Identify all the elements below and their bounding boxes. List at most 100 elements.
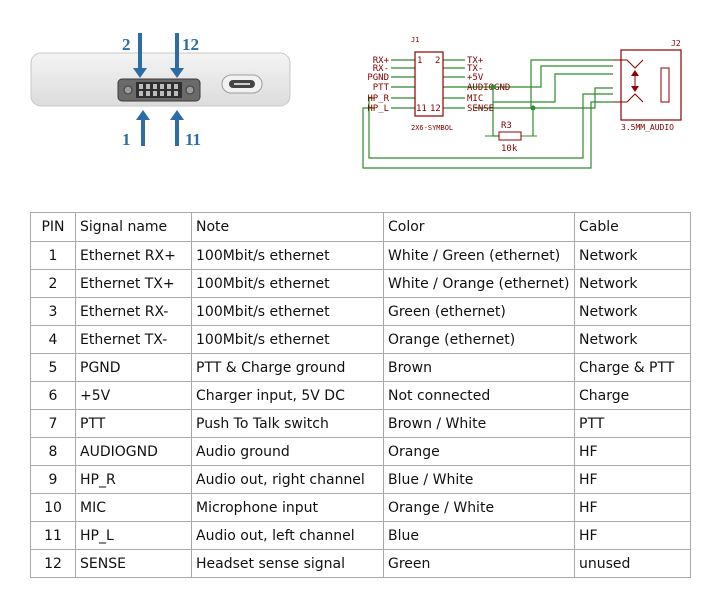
cell-cable: Charge & PTT	[574, 353, 691, 382]
cell-note: Push To Talk switch	[191, 409, 384, 438]
usb-c-port	[221, 74, 263, 94]
cell-signal: Ethernet TX+	[75, 269, 192, 298]
j2-ref: J2	[671, 39, 681, 48]
cell-pin: 2	[30, 269, 76, 298]
cell-pin: 6	[30, 381, 76, 410]
label-rx-minus: RX-	[373, 64, 389, 74]
label-rx-plus: RX+	[373, 56, 390, 66]
cell-note: Headset sense signal	[191, 549, 384, 578]
j1-ref: J1	[411, 36, 419, 44]
cell-note: 100Mbit/s ethernet	[191, 297, 384, 326]
cell-note: Charger input, 5V DC	[191, 381, 384, 410]
cell-color: Blue	[383, 521, 575, 550]
cell-color: Brown	[383, 353, 575, 382]
cell-signal: AUDIOGND	[75, 437, 192, 466]
schematic-diagram: J1 2X6-SYMBOL 1 2 11 12 RX+ RX- PGND PTT…	[362, 36, 682, 169]
cell-signal: +5V	[75, 381, 192, 410]
label-5v: +5V	[467, 73, 484, 83]
cell-note: Microphone input	[191, 493, 384, 522]
cell-color: Orange / White	[383, 493, 575, 522]
cell-cable: HF	[574, 521, 691, 550]
r3-value: 10k	[501, 144, 518, 154]
label-ptt: PTT	[373, 83, 390, 93]
callout-label-12: 12	[182, 35, 199, 54]
cell-cable: Network	[574, 241, 691, 270]
cell-color: Orange (ethernet)	[383, 325, 575, 354]
header-color: Color	[383, 212, 575, 242]
cell-pin: 11	[30, 521, 76, 550]
header-note: Note	[191, 212, 384, 242]
cell-note: Audio out, right channel	[191, 465, 384, 494]
cell-signal: HP_R	[75, 465, 192, 494]
j1-pin-12: 12	[430, 104, 441, 114]
cell-cable: Charge	[574, 381, 691, 410]
cell-pin: 10	[30, 493, 76, 522]
j1-pin-11: 11	[416, 104, 427, 114]
callout-label-1: 1	[122, 130, 131, 149]
cell-note: 100Mbit/s ethernet	[191, 241, 384, 270]
audio-jack-j2: J2 3.5MM_AUDIO	[613, 39, 682, 132]
label-hp-r: HP_R	[367, 94, 389, 104]
cell-cable: Network	[574, 297, 691, 326]
cell-color: White / Orange (ethernet)	[383, 269, 575, 298]
cell-color: Not connected	[383, 381, 575, 410]
cell-cable: HF	[574, 493, 691, 522]
table-header-row: PIN Signal name Note Color Cable	[30, 212, 691, 242]
cell-signal: PTT	[75, 409, 192, 438]
header-cable: Cable	[574, 212, 691, 242]
cell-pin: 7	[30, 409, 76, 438]
j1-symbol-name: 2X6-SYMBOL	[411, 124, 453, 132]
j1-body	[414, 51, 444, 117]
cell-pin: 4	[30, 325, 76, 354]
callout-label-2: 2	[122, 35, 131, 54]
pin-callout-arrows	[138, 33, 179, 146]
header-signal-name: Signal name	[75, 212, 192, 242]
cell-signal: Ethernet RX-	[75, 297, 192, 326]
cell-cable: HF	[574, 437, 691, 466]
header-pin: PIN	[30, 212, 76, 242]
cell-pin: 1	[30, 241, 76, 270]
label-tx-minus: TX-	[467, 64, 483, 74]
label-hp-l: HP_L	[367, 104, 389, 114]
cell-pin: 5	[30, 353, 76, 382]
cell-color: Brown / White	[383, 409, 575, 438]
cell-note: 100Mbit/s ethernet	[191, 269, 384, 298]
cell-cable: unused	[574, 549, 691, 578]
cell-note: 100Mbit/s ethernet	[191, 325, 384, 354]
resistor-r3: R3 10k	[485, 121, 537, 154]
cell-color: Green (ethernet)	[383, 297, 575, 326]
cell-color: White / Green (ethernet)	[383, 241, 575, 270]
cell-color: Blue / White	[383, 465, 575, 494]
cell-signal: Ethernet RX+	[75, 241, 192, 270]
cell-signal: PGND	[75, 353, 192, 382]
cell-signal: HP_L	[75, 521, 192, 550]
cell-note: Audio ground	[191, 437, 384, 466]
cell-pin: 3	[30, 297, 76, 326]
label-tx-plus: TX+	[467, 56, 484, 66]
cell-cable: PTT	[574, 409, 691, 438]
cell-cable: Network	[574, 325, 691, 354]
cell-color: Orange	[383, 437, 575, 466]
j2-value: 3.5MM_AUDIO	[621, 123, 674, 132]
cell-pin: 12	[30, 549, 76, 578]
cell-pin: 8	[30, 437, 76, 466]
r3-ref: R3	[501, 121, 512, 131]
j1-pin-2: 2	[435, 56, 440, 66]
cell-cable: HF	[574, 465, 691, 494]
label-mic: MIC	[467, 94, 483, 104]
cell-cable: Network	[574, 269, 691, 298]
label-pgnd: PGND	[367, 73, 389, 83]
cell-color: Green	[383, 549, 575, 578]
cell-pin: 9	[30, 465, 76, 494]
label-audiognd: AUDIOGND	[467, 83, 510, 93]
cell-note: Audio out, left channel	[191, 521, 384, 550]
